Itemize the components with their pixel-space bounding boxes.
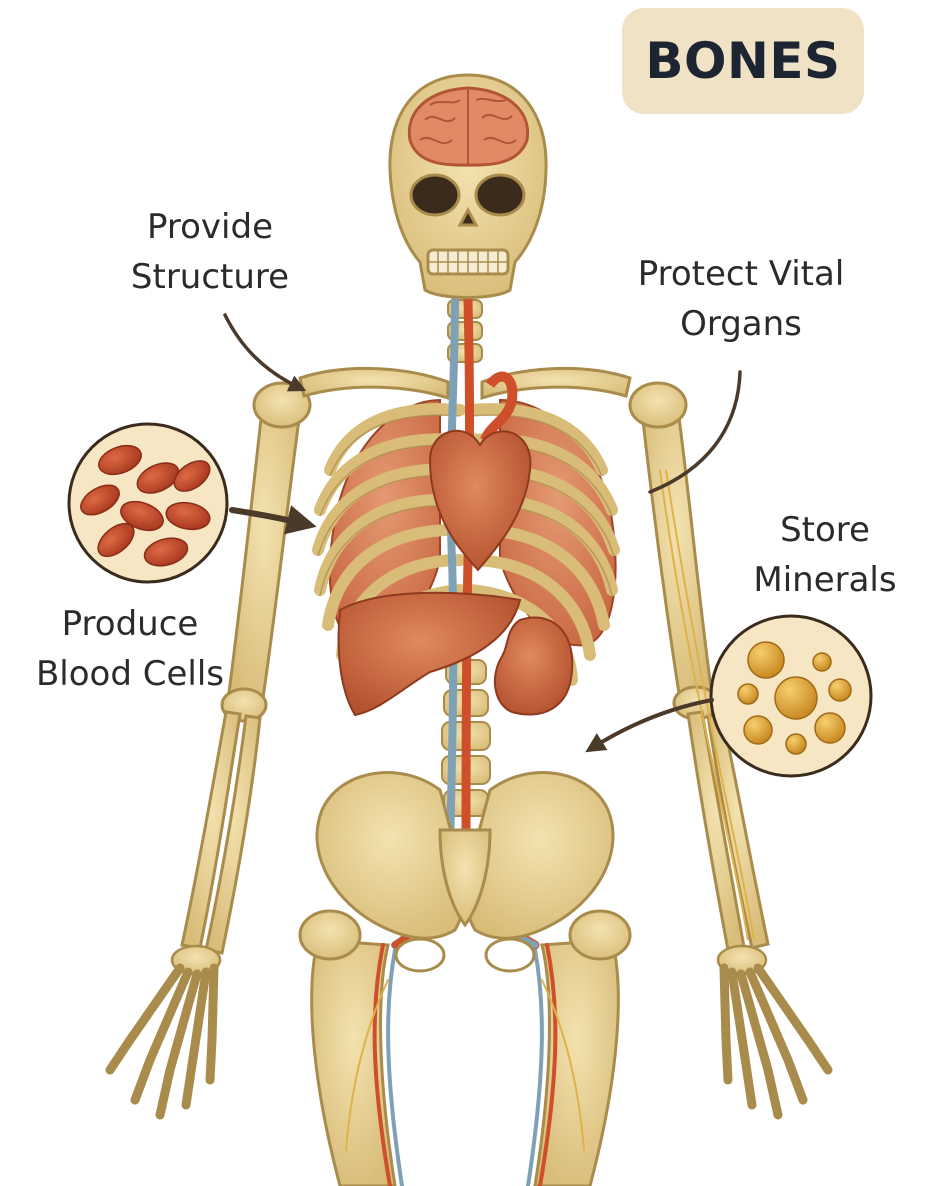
arrow-structure: [225, 315, 300, 388]
label-line: Produce: [10, 599, 250, 649]
label-store-minerals: Store Minerals: [735, 505, 915, 605]
stomach: [495, 617, 572, 714]
minerals-inset-icon: [711, 616, 871, 776]
label-line: Protect Vital: [606, 249, 876, 299]
right-hand-bones: [718, 946, 828, 1115]
label-line: Store: [735, 505, 915, 555]
blood-cells-inset-icon: [69, 424, 227, 582]
label-provide-structure: Provide Structure: [100, 202, 320, 302]
liver: [339, 593, 520, 715]
page-title: BONES: [645, 32, 840, 90]
left-hand-bones: [110, 946, 220, 1115]
title-badge: BONES: [622, 8, 864, 114]
label-line: Organs: [606, 299, 876, 349]
label-produce-blood-cells: Produce Blood Cells: [10, 599, 250, 699]
label-line: Provide: [100, 202, 320, 252]
label-line: Blood Cells: [10, 649, 250, 699]
label-line: Minerals: [735, 555, 915, 605]
label-line: Structure: [100, 252, 320, 302]
brain-icon: [409, 88, 527, 165]
label-protect-vital-organs: Protect Vital Organs: [606, 249, 876, 349]
leg-bones: [300, 911, 630, 1186]
